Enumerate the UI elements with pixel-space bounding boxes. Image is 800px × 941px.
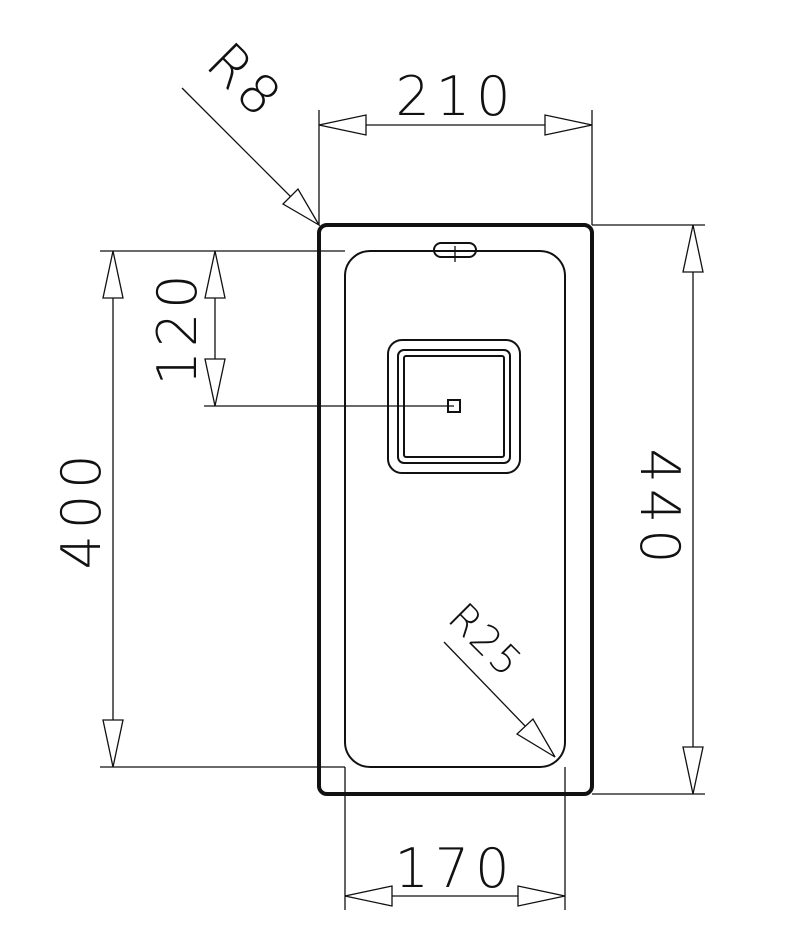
dimension-right-height: 440 — [592, 224, 705, 795]
label-drain-offset: 120 — [146, 270, 209, 385]
label-bottom-width: 170 — [394, 837, 515, 900]
dimension-bottom-width: 170 — [344, 767, 566, 910]
label-left-height: 400 — [50, 448, 113, 569]
leader-inner-radius: R25 — [439, 595, 556, 758]
sink-outline — [317, 223, 594, 796]
label-inner-radius: R25 — [439, 595, 531, 687]
dimension-drain-offset: 120 — [146, 250, 454, 407]
label-right-height: 440 — [628, 448, 691, 569]
label-top-width: 210 — [395, 65, 516, 128]
inner-bowl — [344, 250, 566, 768]
leader-outer-radius: R8 — [181, 30, 321, 227]
outer-rim — [317, 223, 594, 796]
dimension-top-width: 210 — [318, 65, 593, 225]
dimension-left-height: 400 — [50, 250, 345, 768]
